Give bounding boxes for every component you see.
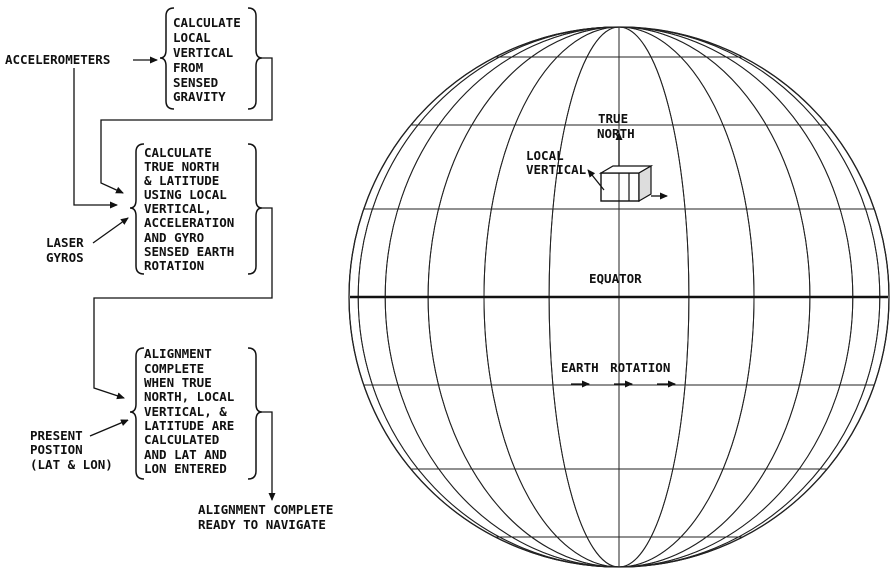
box1-text: CALCULATE LOCAL VERTICAL FROM SENSED GRA…: [173, 15, 248, 104]
box3-to-result-arrow: [262, 411, 276, 501]
parallels: [363, 56, 875, 538]
present-position-label: PRESENT POSTION (LAT & LON): [30, 428, 113, 472]
box2-to-box3-arrow: [93, 207, 273, 400]
earth-globe: TRUE NORTH LOCAL VERTICAL EQUATOR EARTH …: [348, 26, 890, 568]
present-position-arrow: [89, 419, 129, 437]
box3-left-brace: [129, 347, 145, 480]
box2-left-brace: [129, 143, 145, 275]
inertial-unit-box: [598, 164, 654, 203]
box-calculate-true-north: CALCULATE TRUE NORTH & LATITUDE USING LO…: [129, 143, 263, 275]
box1-to-box2-arrow: [100, 57, 273, 194]
box3-right-brace: [247, 347, 263, 480]
equator-label: EQUATOR: [589, 271, 642, 286]
flowchart: ACCELEROMETERS CALCULATE LOCAL VERTICAL …: [5, 7, 341, 532]
box3-text: ALIGNMENT COMPLETE WHEN TRUE NORTH, LOCA…: [144, 346, 242, 476]
earth-rotation-label: EARTH ROTATION: [561, 360, 670, 375]
true-north-label: TRUE NORTH: [597, 111, 636, 141]
accelerometers-to-box2-arrow: [73, 68, 118, 209]
box2-text: CALCULATE TRUE NORTH & LATITUDE USING LO…: [144, 145, 242, 273]
local-vertical-label: LOCAL VERTICAL: [526, 148, 587, 177]
accelerometers-label: ACCELEROMETERS: [5, 52, 110, 67]
laser-gyros-arrow: [92, 217, 129, 244]
box-calculate-local-vertical: CALCULATE LOCAL VERTICAL FROM SENSED GRA…: [159, 7, 263, 110]
box2-right-brace: [247, 143, 263, 275]
box1-right-brace: [247, 7, 263, 110]
box-alignment-complete-when: ALIGNMENT COMPLETE WHEN TRUE NORTH, LOCA…: [129, 346, 263, 480]
meridian-line: [348, 26, 890, 568]
result-label: ALIGNMENT COMPLETE READY TO NAVIGATE: [198, 502, 341, 532]
laser-gyros-label: LASER GYROS: [46, 235, 91, 265]
box1-left-brace: [159, 7, 175, 110]
